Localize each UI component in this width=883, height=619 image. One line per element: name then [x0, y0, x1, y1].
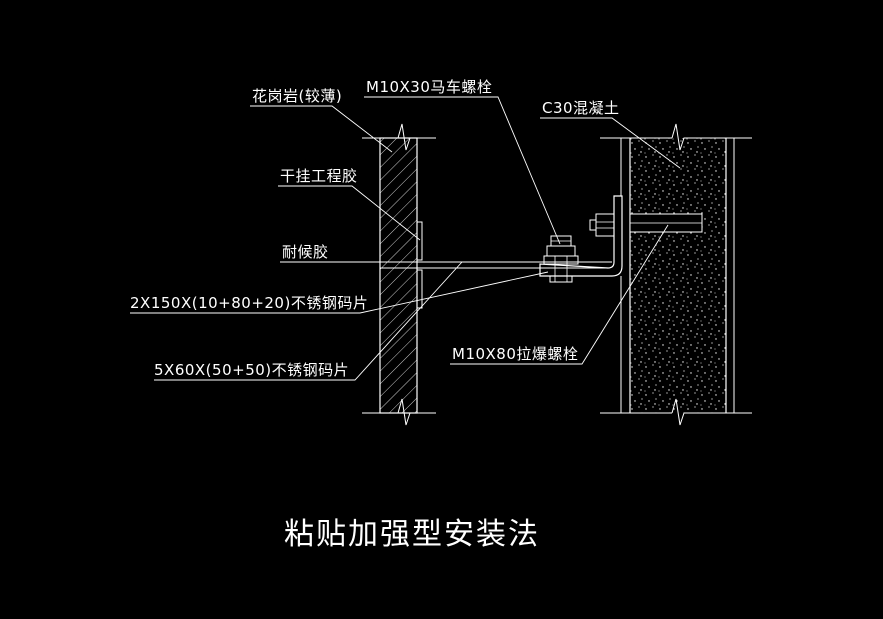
leader-steel-5x60: [154, 261, 463, 381]
leader-bolt: [364, 96, 561, 245]
leader-lines: [130, 96, 681, 381]
leader-anchor: [450, 224, 669, 365]
steel-bracket: [398, 195, 623, 283]
leader-dry-hang-glue: [278, 185, 421, 241]
label-steel-piece-2x150: 2X150X(10+80+20)不锈钢码片: [130, 294, 369, 312]
label-dry-hang-glue: 干挂工程胶: [280, 167, 358, 185]
label-weather-glue: 耐候胶: [282, 243, 329, 261]
leader-concrete: [540, 117, 681, 169]
label-steel-piece-5x60: 5X60X(50+50)不锈钢码片: [154, 361, 350, 379]
label-concrete: C30混凝土: [542, 99, 620, 117]
drawing-title: 粘贴加强型安装法: [284, 517, 540, 552]
label-carriage-bolt: M10X30马车螺栓: [366, 78, 493, 96]
leader-steel-2x150: [130, 271, 549, 314]
leader-granite: [250, 105, 393, 153]
concrete-wall: [600, 123, 752, 426]
label-granite: 花岗岩(较薄): [252, 87, 343, 105]
granite-panel: [362, 123, 436, 426]
label-expansion-anchor: M10X80拉爆螺栓: [452, 345, 579, 363]
